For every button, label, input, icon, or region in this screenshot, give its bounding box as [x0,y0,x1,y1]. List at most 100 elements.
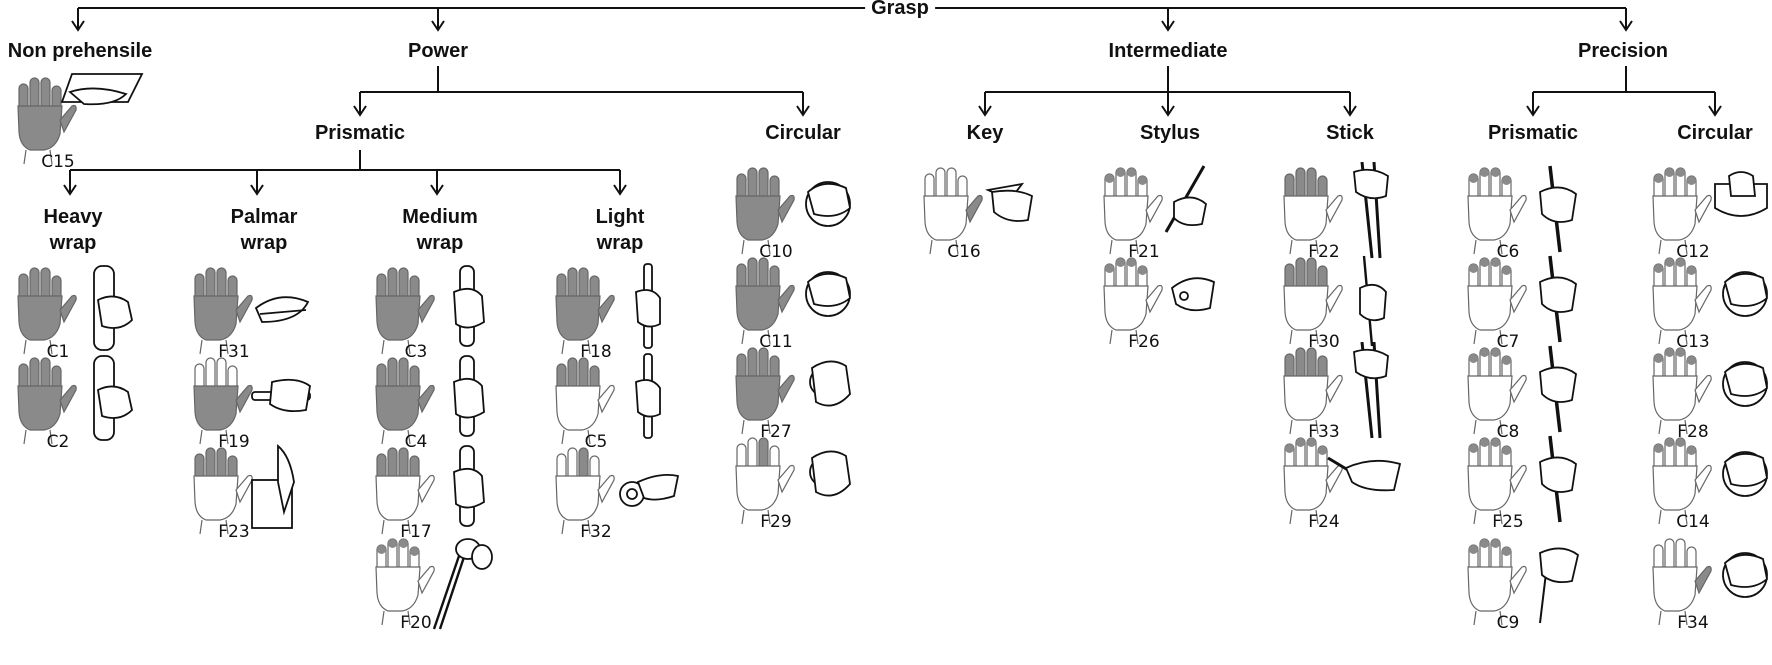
grasp-illustration [1652,257,1768,345]
wrist-line [587,519,591,535]
category-power: Power [407,40,469,62]
grasp-code-label: C6 [1496,242,1520,262]
pen-object-icon [1164,165,1207,233]
wrist-line [381,339,385,355]
grasp-code-label: F28 [1677,422,1709,442]
thumb-shape [417,565,435,595]
palm-shape [735,465,781,511]
palm-shape [1467,285,1513,331]
grasping-hand-sketch [277,444,295,516]
palm-shape [735,285,781,331]
grasping-hand-sketch [1359,283,1387,322]
palm-shape [375,566,421,612]
fingertip-contact [1469,174,1478,183]
hand-icon [555,357,615,445]
fingertip-contact [1491,348,1500,357]
grasp-code-label: C7 [1496,332,1520,352]
connector-arrowhead [63,184,77,196]
grasping-hand-sketch [1353,348,1389,380]
grasp-illustration [17,355,133,445]
hand-icon [1467,437,1527,525]
small-sphere-object-icon [809,450,851,497]
grasp-code-label: F22 [1308,242,1340,262]
grasping-hand-sketch [811,360,851,407]
fingertip-contact [1676,348,1685,357]
grasping-hand-sketch [453,467,485,509]
grasping-hand-sketch [1723,272,1768,307]
connector-arrowhead [796,105,810,117]
palm-shape [1283,285,1329,331]
grasp-example: F22 [1276,162,1426,262]
thumb-shape [597,294,615,324]
hand-icon [1283,347,1343,435]
thumb-shape [1694,374,1712,404]
wrist-line [767,239,771,255]
grasping-hand-sketch [1539,366,1577,403]
thumb-shape [1325,284,1343,314]
fingertip-contact [1318,446,1327,455]
fingertip-contact [1480,438,1489,447]
lid-object-icon [1714,171,1768,217]
plate-object-icon [60,73,144,106]
grasp-illustration [1467,538,1580,626]
thumb-shape [777,194,795,224]
hand-icon [1467,167,1527,255]
connector-arrowhead [978,105,992,117]
leaf-light-wrap: Light wrap [595,206,645,254]
hand-icon [1652,167,1712,255]
hand-icon [1467,538,1527,626]
wrist-line [1315,419,1319,435]
grasp-example: C7 [1460,252,1610,352]
fingertip-contact [1502,356,1511,365]
fingertip-contact [377,545,386,554]
grasp-illustration [193,357,311,445]
wrist-line [23,149,27,165]
hand-icon [375,447,435,535]
palm-shape [1652,195,1698,241]
connector-arrowhead [430,184,444,196]
hand-icon [1652,257,1712,345]
fingertip-contact [1116,258,1125,267]
palm-shape [193,385,239,431]
hand-icon [1467,347,1527,435]
fingertip-contact [1654,354,1663,363]
fingertip-contact [1665,168,1674,177]
wrist-line [1658,509,1662,525]
grasp-illustration [1652,538,1768,626]
palm-shape [17,295,63,341]
wrist-line [929,239,933,255]
wrist-line [381,519,385,535]
grasp-code-label: F32 [580,522,612,542]
grasp-example: C3 [368,262,518,362]
thumb-shape [777,464,795,494]
palm-shape [1283,195,1329,241]
grasp-illustration [1283,437,1402,525]
grasp-code-label: F27 [760,422,792,442]
rod-object-icon [1539,435,1577,523]
grasping-hand-sketch [991,189,1033,222]
rod-object-icon [1539,345,1577,433]
fingertip-contact [1105,264,1114,273]
grasp-example: F18 [548,262,698,362]
wrist-line [23,339,27,355]
rod-object-icon [1539,165,1577,253]
grasp-example: F26 [1096,252,1246,352]
fingertip-contact [1307,438,1316,447]
hand-icon [375,357,435,445]
wrist-line [1499,239,1503,255]
fingertip-contact [1654,174,1663,183]
grasp-code-label: C14 [1676,512,1710,532]
hand-icon [1652,437,1712,525]
grasp-example: C10 [728,162,878,262]
grasp-code-label: C15 [41,152,75,172]
hand-icon [735,167,795,255]
sphere-object-icon [1722,271,1768,317]
wrist-line [1499,329,1503,345]
thumb-shape [1325,464,1343,494]
grasp-illustration [193,444,295,535]
palm-shape [375,295,421,341]
fingertip-contact [1480,258,1489,267]
wrist-line [1473,329,1477,345]
wrist-line [49,339,53,355]
